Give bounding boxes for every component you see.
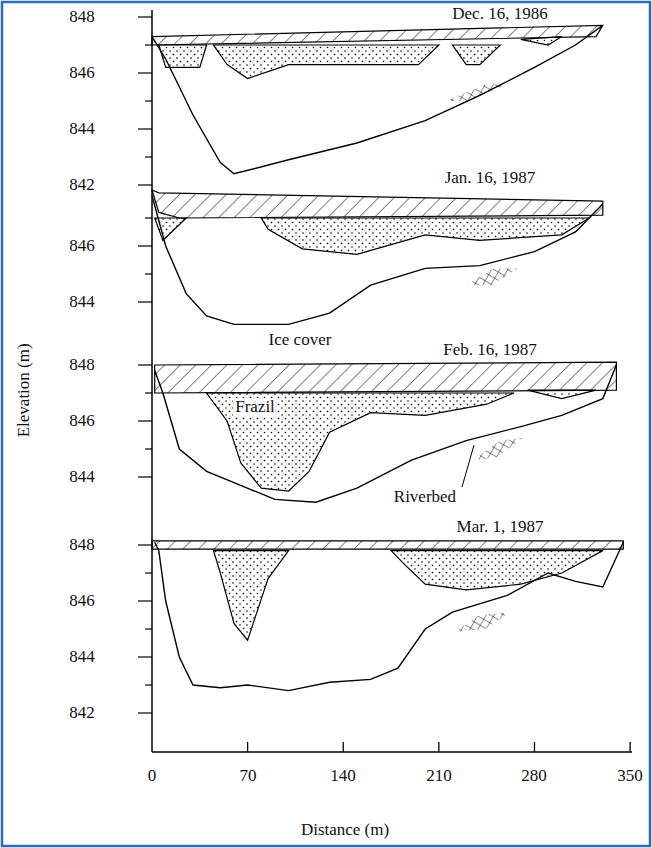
axis-value: 844 <box>69 293 95 312</box>
panel-date: Feb. 16, 1987 <box>443 341 537 360</box>
riverbed-line <box>155 365 617 502</box>
axis-value: 844 <box>69 120 95 139</box>
axis-value: 848 <box>69 356 95 375</box>
y-tick <box>138 364 152 365</box>
axis-value: 846 <box>69 412 95 431</box>
y-tick <box>138 656 152 657</box>
axis-value: 70 <box>240 767 257 786</box>
y-tick <box>138 16 152 17</box>
layer-label: Frazil <box>233 398 277 417</box>
y-tick <box>145 392 152 393</box>
axis-value: 842 <box>69 704 95 723</box>
x-tick <box>247 742 248 752</box>
axis-value: 210 <box>426 767 452 786</box>
riverbed-hatch <box>466 268 518 285</box>
frazil-region <box>453 45 501 65</box>
y-tick <box>138 184 152 185</box>
panel-date: Mar. 1, 1987 <box>457 518 544 537</box>
frazil-region <box>391 551 603 590</box>
riverbed-line <box>155 542 624 690</box>
axis-value: 848 <box>69 536 95 555</box>
layer-label: Riverbed <box>392 488 458 507</box>
y-tick <box>138 420 152 421</box>
y-tick <box>145 44 152 45</box>
axis-value: 846 <box>69 64 95 83</box>
frazil-region <box>528 390 596 398</box>
x-tick <box>534 742 535 752</box>
y-tick <box>138 600 152 601</box>
y-tick <box>145 273 152 274</box>
panel-date: Jan. 16, 1987 <box>445 169 536 188</box>
x-tick <box>629 742 630 752</box>
frazil-region <box>214 551 289 641</box>
leader-line <box>462 445 474 487</box>
axis-value: 846 <box>69 592 95 611</box>
axis-value: 280 <box>521 767 547 786</box>
ice-cover <box>155 362 617 393</box>
axis-value: 846 <box>69 237 95 256</box>
frazil-region <box>207 393 514 491</box>
axis-title: Elevation (m) <box>15 343 34 437</box>
ice-cover <box>152 190 603 218</box>
y-tick <box>138 245 152 246</box>
y-tick <box>145 448 152 449</box>
axis-value: 350 <box>617 767 643 786</box>
y-tick <box>138 712 152 713</box>
riverbed-line <box>152 25 603 173</box>
axis-value: 848 <box>69 8 95 27</box>
ice-cover <box>152 541 623 549</box>
riverbed-line <box>152 196 603 325</box>
riverbed-hatch <box>446 84 508 101</box>
y-tick <box>145 100 152 101</box>
y-tick <box>138 301 152 302</box>
panel-date: Dec. 16, 1986 <box>452 5 547 24</box>
riverbed-hatch <box>455 612 510 632</box>
y-tick <box>145 156 152 157</box>
layer-label: Ice cover <box>267 331 334 350</box>
x-tick <box>343 742 344 752</box>
y-tick <box>145 628 152 629</box>
y-tick <box>138 544 152 545</box>
axis-value: 844 <box>69 648 95 667</box>
y-tick <box>145 572 152 573</box>
x-tick <box>438 742 439 752</box>
y-tick <box>145 217 152 218</box>
axis-value: 844 <box>69 468 95 487</box>
axis-value: 842 <box>69 176 95 195</box>
axis-value: 0 <box>148 767 157 786</box>
axis-title: Distance (m) <box>301 821 389 840</box>
y-tick <box>138 128 152 129</box>
frazil-region <box>214 45 439 79</box>
y-axis <box>151 10 153 752</box>
y-tick <box>145 684 152 685</box>
riverbed-hatch <box>473 438 524 460</box>
ice-cover <box>152 25 603 45</box>
axis-value: 140 <box>330 767 356 786</box>
y-tick <box>138 476 152 477</box>
y-tick <box>138 72 152 73</box>
frazil-region <box>159 45 207 67</box>
x-axis <box>152 751 632 753</box>
